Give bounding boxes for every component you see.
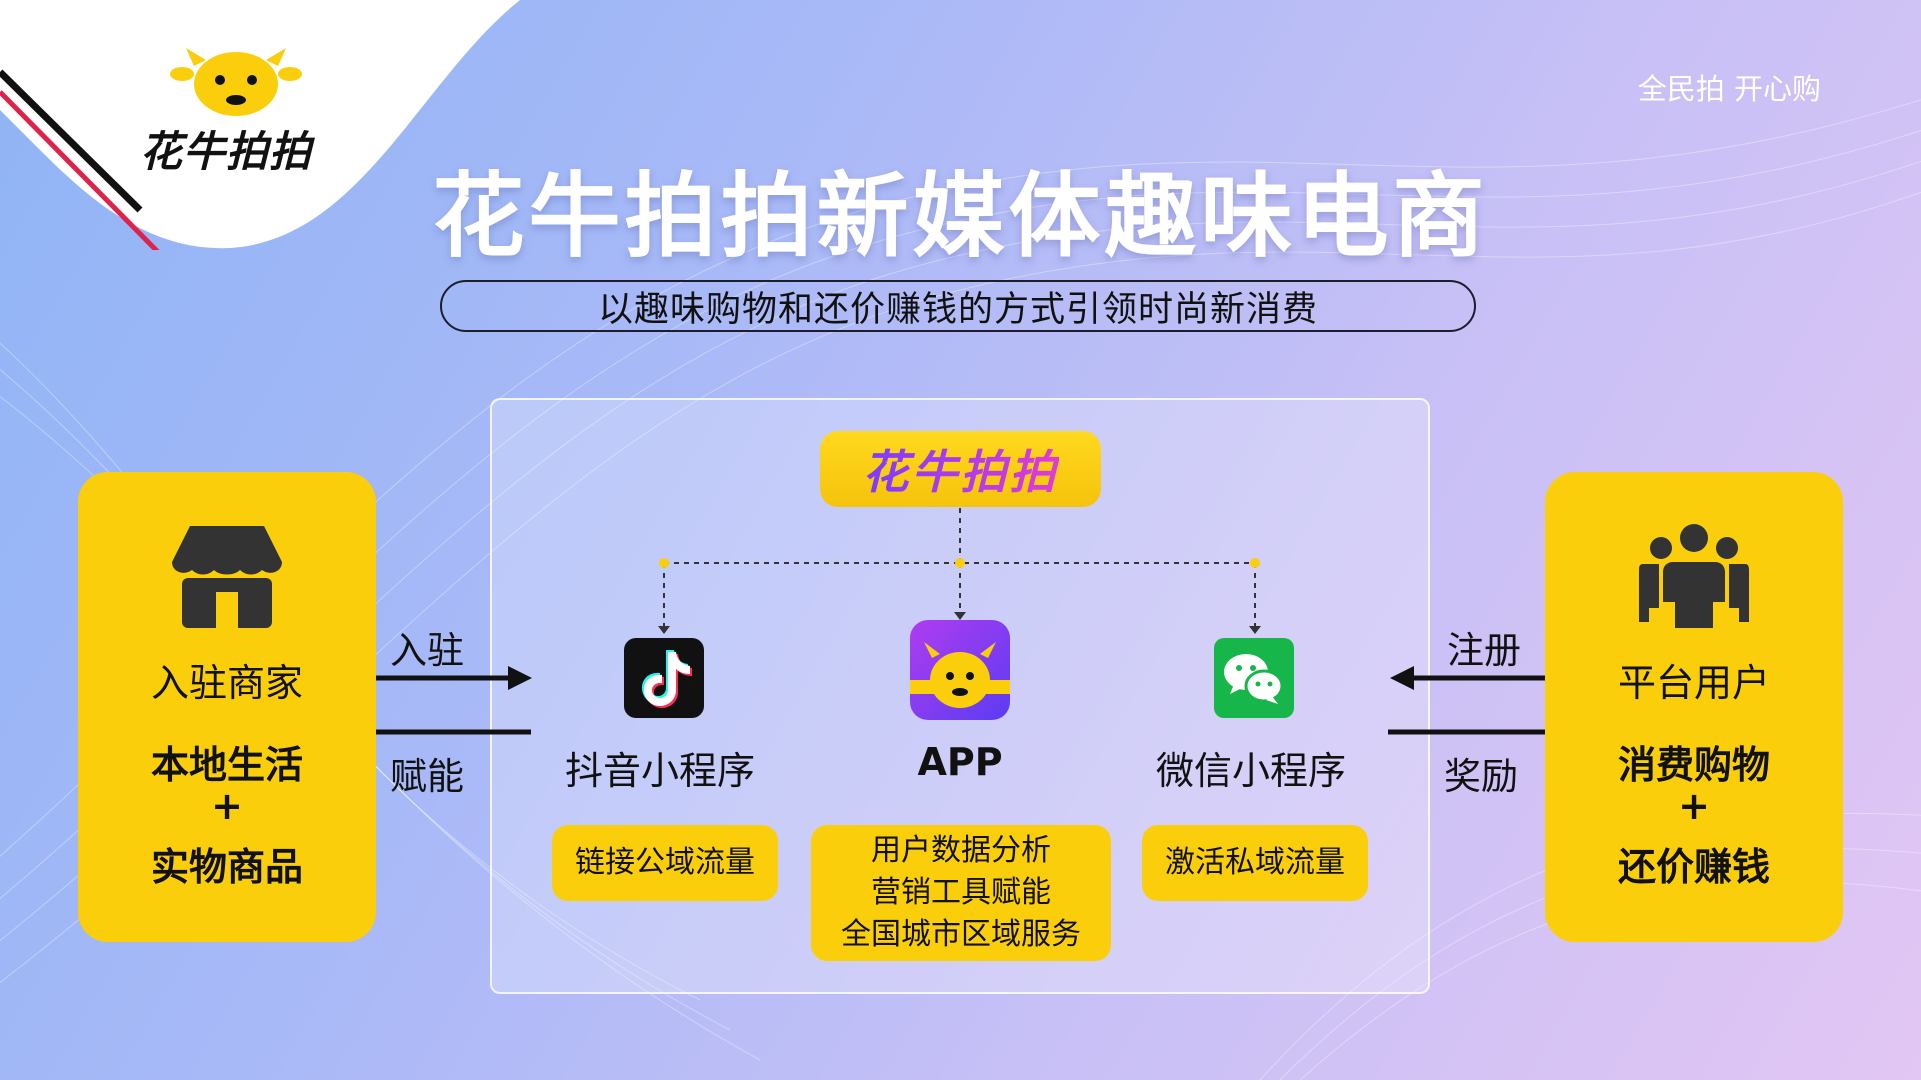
arrow-label-register: 注册 <box>1447 629 1521 672</box>
platform-label-app: APP <box>917 740 1003 784</box>
subtitle-text: 以趣味购物和还价赚钱的方式引领时尚新消费 <box>597 289 1318 330</box>
slogan: 全民拍 开心购 <box>1637 72 1821 106</box>
tag-app-line3: 全国城市区域服务 <box>841 917 1081 952</box>
subtitle-pill: 以趣味购物和还价赚钱的方式引领时尚新消费 <box>440 280 1476 332</box>
merchant-plus: + <box>211 784 243 828</box>
users-group-icon <box>1639 524 1749 628</box>
user-label: 平台用户 <box>1617 661 1770 705</box>
wechat-icon <box>1214 638 1294 718</box>
brand-pill-label: 花牛拍拍 <box>863 436 1059 502</box>
user-plus: + <box>1678 784 1710 828</box>
tag-tiktok: 链接公域流量 <box>552 825 778 901</box>
arrow-label-reward: 奖励 <box>1444 755 1518 798</box>
platform-label-wechat: 微信小程序 <box>1155 749 1346 793</box>
platform-label-tiktok: 抖音小程序 <box>564 749 755 793</box>
merchant-card: 入驻商家 本地生活 + 实物商品 <box>78 472 376 942</box>
merchant-line1: 本地生活 <box>150 743 303 787</box>
logo-corner-shape <box>0 0 520 250</box>
tiktok-icon <box>624 638 704 718</box>
user-line2: 还价赚钱 <box>1617 845 1770 889</box>
page-title: 花牛拍拍新媒体趣味电商 <box>432 163 1489 270</box>
logo-text: 花牛拍拍 <box>140 127 313 176</box>
user-line1: 消费购物 <box>1617 743 1770 787</box>
tag-app: 用户数据分析 营销工具赋能 全国城市区域服务 <box>811 825 1111 961</box>
user-card: 平台用户 消费购物 + 还价赚钱 <box>1545 472 1843 942</box>
merchant-label: 入驻商家 <box>150 661 303 705</box>
store-icon <box>172 526 282 628</box>
tag-wechat: 激活私域流量 <box>1142 825 1368 901</box>
tag-tiktok-line1: 链接公域流量 <box>575 845 755 880</box>
merchant-line2: 实物商品 <box>150 845 303 889</box>
tag-app-line1: 用户数据分析 <box>871 833 1051 868</box>
brand-pill: 花牛拍拍 <box>820 431 1101 507</box>
app-cow-icon <box>910 620 1010 720</box>
tag-wechat-line1: 激活私域流量 <box>1165 845 1345 880</box>
arrow-label-empower: 赋能 <box>390 755 464 798</box>
tag-app-line2: 营销工具赋能 <box>871 875 1051 910</box>
arrow-label-settle-in: 入驻 <box>390 629 464 672</box>
